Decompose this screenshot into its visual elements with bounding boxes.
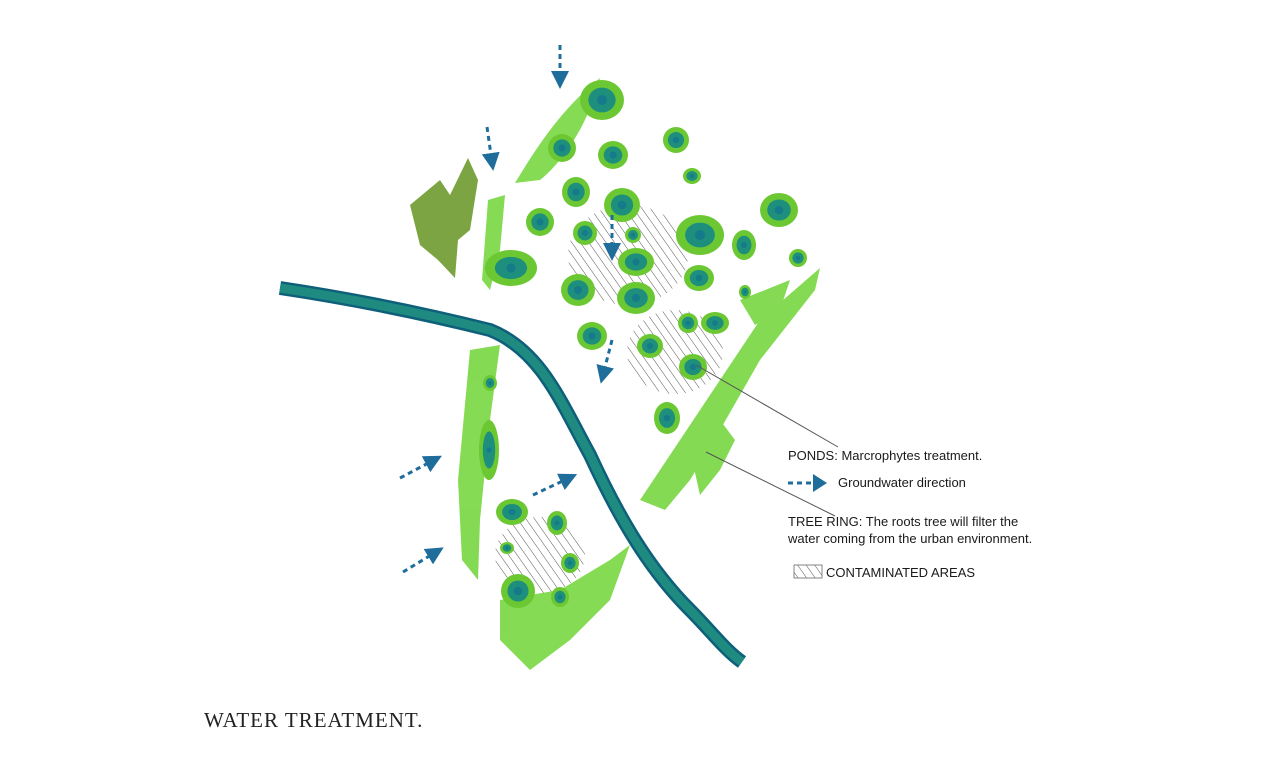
pond-center: [712, 320, 718, 326]
pond-center: [567, 560, 573, 566]
groundwater-legend-arrow: [788, 474, 827, 492]
pond-center: [663, 414, 671, 422]
pond-center: [690, 174, 694, 178]
pond-center: [631, 233, 635, 237]
old-growth-patch: [410, 158, 478, 278]
pond-center: [572, 188, 580, 196]
legend-ponds-label: PONDS: Marcrophytes treatment.: [788, 448, 982, 463]
legend-tree-ring-line1: TREE RING: The roots tree will filter th…: [788, 514, 1018, 529]
pond-center: [508, 508, 516, 516]
vegetation-strips: [458, 78, 820, 670]
pond-center: [536, 218, 544, 226]
pond-center: [557, 594, 563, 600]
groundwater-arrow: [402, 547, 444, 574]
pond-center: [741, 242, 747, 248]
pond-center: [582, 230, 588, 236]
legend-tree-ring-line2: water coming from the urban environment.: [787, 531, 1032, 546]
pond-center: [488, 381, 492, 385]
ponds-group: [479, 80, 807, 608]
pond-center: [647, 343, 653, 349]
pond-center: [506, 263, 516, 273]
contaminated-legend-swatch: [793, 564, 823, 579]
pond-center: [617, 200, 627, 210]
pond-center: [632, 294, 640, 302]
pond-center: [695, 230, 705, 240]
pond-center: [505, 546, 509, 550]
pond-center: [695, 274, 703, 282]
pond-center: [685, 320, 691, 326]
pond-center: [795, 255, 801, 261]
pond-center: [672, 136, 680, 144]
groundwater-arrow: [481, 126, 500, 171]
groundwater-arrow: [532, 473, 578, 497]
page-caption: WATER TREATMENT.: [204, 708, 424, 732]
pond-center: [632, 258, 640, 266]
groundwater-arrows: [399, 45, 621, 574]
pond-center: [597, 95, 607, 105]
pond-center: [513, 586, 523, 596]
pond-center: [689, 363, 697, 371]
groundwater-arrow: [399, 455, 442, 480]
legend: PONDS: Marcrophytes treatment. Groundwat…: [787, 448, 1032, 580]
pond-center: [774, 205, 784, 215]
pond-center: [554, 520, 560, 526]
pond-center: [558, 144, 566, 152]
leader-lines: [695, 364, 839, 517]
pond-center: [486, 447, 492, 453]
river: [278, 281, 747, 668]
pond-center: [609, 151, 617, 159]
pond-center: [574, 286, 582, 294]
groundwater-arrow: [596, 339, 614, 384]
pond-center: [588, 332, 596, 340]
legend-contaminated-label: CONTAMINATED AREAS: [826, 565, 975, 580]
legend-groundwater-label: Groundwater direction: [838, 475, 966, 490]
pond-center: [743, 290, 747, 294]
